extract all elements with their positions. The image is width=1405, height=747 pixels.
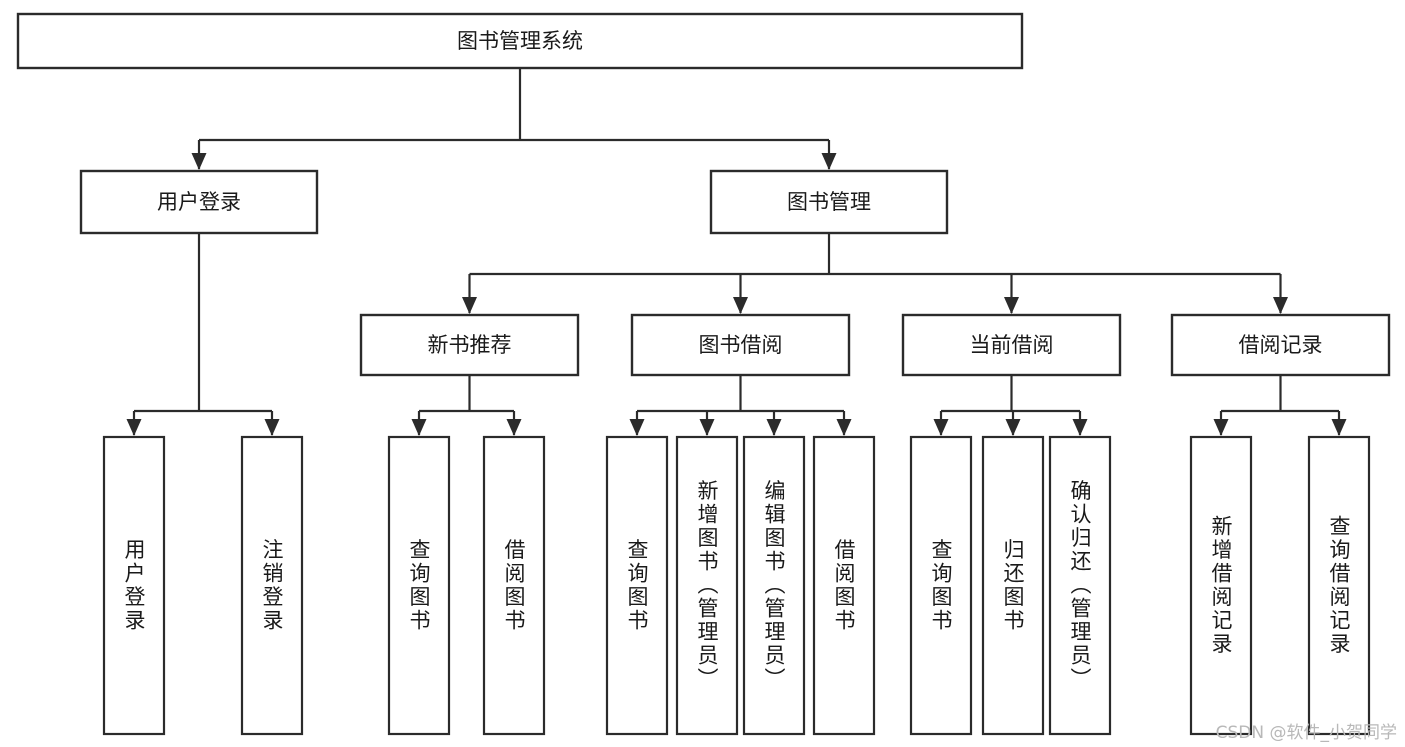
arrow-head-icon-leaf-add-book-admin [699, 419, 715, 436]
leaf-label-leaf-add-book-admin: 新增图书（管理员） [695, 480, 719, 692]
leaf-leaf-query-book-borrow[interactable]: 查询图书 [605, 435, 669, 736]
arrow-head-icon-leaf-borrow-book-rec [506, 419, 522, 436]
arrow-head-icon-leaf-borrow-book [836, 419, 852, 436]
node-label-book-manage: 图书管理 [787, 190, 871, 214]
leaf-label-leaf-return-book: 归还图书 [1001, 539, 1025, 633]
connector-lines [126, 68, 1347, 436]
leaf-box-leaf-query-book-cur [909, 435, 973, 736]
leaf-leaf-borrow-book[interactable]: 借阅图书 [812, 435, 876, 736]
leaf-box-leaf-query-borrow-record [1307, 435, 1371, 736]
arrow-head-icon-leaf-query-book-borrow [629, 419, 645, 436]
leaf-box-leaf-borrow-book [812, 435, 876, 736]
node-book-manage[interactable]: 图书管理 [709, 169, 949, 235]
leaf-box-leaf-add-book-admin [675, 435, 739, 736]
node-box-current-borrow [901, 313, 1122, 377]
arrow-head-icon-book-borrow [733, 297, 748, 314]
arrow-head-icon-leaf-return-book [1005, 419, 1021, 436]
node-boxes: 图书管理系统用户登录图书管理新书推荐图书借阅当前借阅借阅记录用户登录注销登录查询… [16, 12, 1391, 736]
arrow-head-icon-leaf-edit-book-admin [766, 419, 782, 436]
node-box-borrow-record [1170, 313, 1391, 377]
leaf-leaf-query-book-cur[interactable]: 查询图书 [909, 435, 973, 736]
node-root[interactable]: 图书管理系统 [16, 12, 1024, 70]
leaf-label-leaf-confirm-return-admin: 确认归还（管理员） [1068, 480, 1092, 692]
leaf-leaf-return-book[interactable]: 归还图书 [981, 435, 1045, 736]
node-box-book-borrow [630, 313, 851, 377]
node-current-borrow[interactable]: 当前借阅 [901, 313, 1122, 377]
leaf-box-leaf-query-book-rec [387, 435, 451, 736]
leaf-label-leaf-user-login: 用户登录 [122, 539, 146, 633]
arrow-head-icon-leaf-user-login [126, 419, 142, 436]
leaf-leaf-user-login[interactable]: 用户登录 [102, 435, 166, 736]
leaf-label-leaf-query-book-borrow: 查询图书 [625, 539, 649, 633]
leaf-label-leaf-borrow-book-rec: 借阅图书 [502, 539, 526, 633]
leaf-label-leaf-add-borrow-record: 新增借阅记录 [1209, 515, 1233, 656]
node-box-new-book-rec [359, 313, 580, 377]
node-label-root: 图书管理系统 [457, 29, 583, 53]
arrow-head-icon-borrow-record [1273, 297, 1288, 314]
node-box-root [16, 12, 1024, 70]
node-label-new-book-rec: 新书推荐 [428, 333, 512, 357]
node-label-user-login: 用户登录 [157, 190, 241, 214]
arrow-head-icon-leaf-query-book-cur [933, 419, 949, 436]
leaf-label-leaf-query-book-rec: 查询图书 [407, 539, 431, 633]
leaf-leaf-query-borrow-record[interactable]: 查询借阅记录 [1307, 435, 1371, 736]
arrow-head-icon-current-borrow [1004, 297, 1019, 314]
arrow-head-icon-leaf-confirm-return-admin [1072, 419, 1088, 436]
node-box-book-manage [709, 169, 949, 235]
leaf-leaf-add-borrow-record[interactable]: 新增借阅记录 [1189, 435, 1253, 736]
leaf-box-leaf-query-book-borrow [605, 435, 669, 736]
leaf-leaf-query-book-rec[interactable]: 查询图书 [387, 435, 451, 736]
leaf-label-leaf-query-book-cur: 查询图书 [929, 539, 953, 633]
leaf-box-leaf-user-logout [240, 435, 304, 736]
leaf-leaf-add-book-admin[interactable]: 新增图书（管理员） [675, 435, 739, 736]
node-new-book-rec[interactable]: 新书推荐 [359, 313, 580, 377]
arrow-head-icon-new-book-rec [462, 297, 477, 314]
node-user-login[interactable]: 用户登录 [79, 169, 319, 235]
leaf-box-leaf-borrow-book-rec [482, 435, 546, 736]
leaf-box-leaf-edit-book-admin [742, 435, 806, 736]
node-label-current-borrow: 当前借阅 [970, 333, 1054, 357]
arrow-head-icon-book-manage [821, 153, 837, 170]
leaf-label-leaf-edit-book-admin: 编辑图书（管理员） [762, 480, 786, 692]
leaf-box-leaf-user-login [102, 435, 166, 736]
arrow-head-icon-leaf-query-book-rec [411, 419, 427, 436]
arrow-head-icon-leaf-add-borrow-record [1213, 419, 1229, 436]
leaf-box-leaf-add-borrow-record [1189, 435, 1253, 736]
leaf-box-leaf-confirm-return-admin [1048, 435, 1112, 736]
node-label-borrow-record: 借阅记录 [1239, 333, 1323, 357]
leaf-leaf-edit-book-admin[interactable]: 编辑图书（管理员） [742, 435, 806, 736]
leaf-label-leaf-query-borrow-record: 查询借阅记录 [1327, 515, 1351, 656]
leaf-box-leaf-return-book [981, 435, 1045, 736]
node-borrow-record[interactable]: 借阅记录 [1170, 313, 1391, 377]
arrow-head-icon-leaf-user-logout [264, 419, 280, 436]
leaf-leaf-borrow-book-rec[interactable]: 借阅图书 [482, 435, 546, 736]
leaf-leaf-user-logout[interactable]: 注销登录 [240, 435, 304, 736]
node-box-user-login [79, 169, 319, 235]
leaf-label-leaf-user-logout: 注销登录 [260, 539, 284, 633]
node-label-book-borrow: 图书借阅 [699, 333, 783, 357]
arrow-head-icon-user-login [191, 153, 207, 170]
leaf-leaf-confirm-return-admin[interactable]: 确认归还（管理员） [1048, 435, 1112, 736]
leaf-label-leaf-borrow-book: 借阅图书 [832, 539, 856, 633]
node-book-borrow[interactable]: 图书借阅 [630, 313, 851, 377]
arrow-head-icon-leaf-query-borrow-record [1331, 419, 1347, 436]
